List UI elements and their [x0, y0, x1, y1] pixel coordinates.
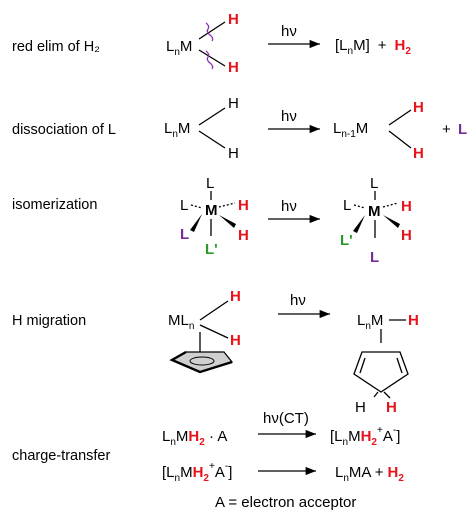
row2-plus: + [442, 121, 451, 138]
row4-cp-circle [189, 356, 215, 366]
row2-h-top: H [228, 95, 239, 112]
row4-product-ch-left [373, 391, 379, 398]
row1-reactant: LnM [166, 38, 192, 58]
row3-product: L M L H L' H L [340, 175, 412, 266]
row4-product-h-red: H [386, 399, 397, 416]
row2-bond-bottom [198, 130, 226, 149]
row1-arrow-label: hν [281, 23, 297, 40]
row2-bond-top [198, 107, 226, 126]
row3-p-hash-right [382, 202, 399, 208]
row4-bond-bottom [199, 324, 229, 339]
row3-p-l-prime: L' [340, 232, 353, 249]
row3-arrow-label: hν [281, 198, 297, 215]
row4-label: H migration [12, 313, 86, 329]
row3-l-purple: L [180, 226, 189, 243]
row2-label: dissociation of L [12, 122, 116, 138]
row2-product-h-bottom: H [413, 145, 424, 162]
row4-cp-front [169, 350, 233, 374]
row3-hash-left [190, 204, 203, 209]
row2-h-bottom: H [228, 145, 239, 162]
row1-product: [LnM]+H2 [335, 37, 411, 57]
row3-p-l-purple: L [370, 249, 379, 266]
row4-product-h-ring: H [355, 399, 366, 416]
row4-bond-top [199, 300, 229, 321]
row1-bond-bottom [198, 49, 226, 67]
row3-l-top: L [206, 175, 214, 192]
row1-h-bottom: H [228, 59, 239, 76]
row2-product-bond-bottom [388, 130, 412, 149]
row3-p-l-top: L [370, 175, 378, 192]
row1-wavy-bottom [205, 50, 214, 70]
row3-p-h-bottom: H [401, 227, 412, 244]
row1-h-top: H [228, 11, 239, 28]
row1-wavy-top [205, 22, 214, 42]
row2-product-h-top: H [413, 99, 424, 116]
row2-free-l: L [458, 121, 467, 138]
row4-product-dbl-left [359, 357, 366, 374]
row4-reactant: MLn [168, 312, 194, 332]
row1-bond-top [198, 21, 226, 40]
row5-eq2-left: [LnMH2+A-] [162, 461, 232, 484]
row3-wedge-right [219, 215, 236, 228]
row3-p-metal: M [368, 203, 381, 220]
row2-product-bond-top [388, 109, 412, 126]
row2-arrow-label: hν [281, 108, 297, 125]
row4-product-h: H [408, 312, 419, 329]
row5-eq1-left: LnMH2 · A [162, 428, 227, 448]
row4-arrow-label: hν [290, 292, 306, 309]
row5-label: charge-transfer [12, 448, 110, 464]
footnote: A = electron acceptor [215, 494, 356, 511]
row5-eq2-right: LnMA +H2 [335, 464, 404, 484]
row1-label: red elim of H₂ [12, 39, 100, 55]
row5-eq1-right: [LnMH2+A-] [330, 425, 400, 448]
row3-label: isomerization [12, 197, 97, 213]
row3-reactant: L M L H L H L' [180, 175, 249, 258]
row3-metal: M [205, 202, 218, 219]
row5-arrow-label: hν(CT) [263, 410, 309, 427]
row3-h-right-top: H [238, 197, 249, 214]
row3-p-h-top: H [401, 198, 412, 215]
row3-p-hash-left [353, 204, 366, 209]
row3-p-wedge-left [353, 215, 365, 233]
row3-l-left: L [180, 197, 188, 214]
row4-product: LnM [357, 312, 383, 332]
row4-product-dbl-right [396, 357, 403, 374]
row3-l-prime: L' [205, 241, 218, 258]
row3-p-wedge-right [383, 215, 400, 228]
row4-h-top: H [230, 288, 241, 305]
row3-wedge-left [190, 214, 202, 232]
row4-h-bottom: H [230, 332, 241, 349]
row3-p-l-left: L [343, 197, 351, 214]
row4-product-ring [353, 351, 409, 393]
row4-product-ch-right [383, 391, 391, 399]
row2-product: Ln-1M [333, 120, 368, 140]
row2-reactant: LnM [164, 120, 190, 140]
row3-hash-right [218, 202, 236, 208]
row3-h-right-bottom: H [238, 227, 249, 244]
